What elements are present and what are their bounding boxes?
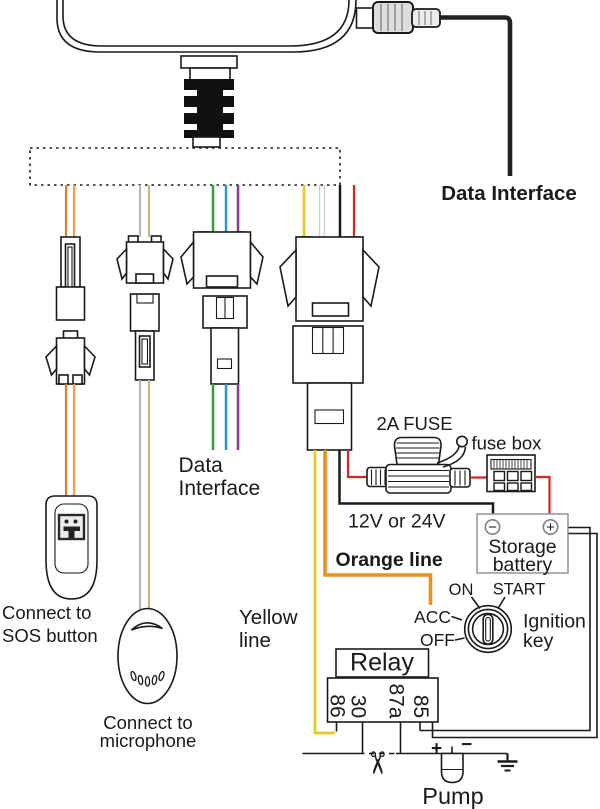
- microphone-holes: [130, 670, 165, 687]
- power-red-wire-3: [535, 475, 551, 514]
- relay: Relay 86 30 87a 85: [326, 648, 439, 754]
- fuse-box: [486, 454, 536, 493]
- sos-connector-pair: [45, 236, 96, 385]
- relay-pin-86-label: 86: [326, 694, 349, 717]
- scissors-icon: ✂: [360, 750, 395, 776]
- power-plug-icon: [355, 1, 441, 34]
- data-interface-plug-label-line1: Data: [179, 454, 224, 477]
- orange-line-label: Orange line: [336, 549, 443, 571]
- battery-minus-symbol: −: [488, 519, 497, 536]
- ignition-key-label-line2: key: [523, 630, 554, 652]
- microphone: [117, 607, 178, 705]
- microphone-label-line2: microphone: [100, 730, 197, 751]
- fuse-label: 2A FUSE: [377, 413, 453, 434]
- sos-label-line2: SOS button: [2, 625, 98, 646]
- battery-plus-terminal: [542, 518, 559, 535]
- pump-minus-symbol: −: [461, 735, 472, 756]
- microphone-label-line1: Connect to: [103, 712, 192, 733]
- fuse-box-label: fuse box: [472, 433, 543, 454]
- battery-relay-wire-outer: [431, 532, 598, 739]
- sos-button-glyph-icon: [63, 519, 80, 538]
- storage-battery: − + Storage battery: [476, 513, 569, 576]
- sos-button: [45, 495, 98, 600]
- relay-pin-85-label: 85: [409, 695, 432, 718]
- sos-label-line1: Connect to: [2, 602, 91, 623]
- voltage-label: 12V or 24V: [348, 511, 446, 533]
- ignition-key-switch: ON START ACC OFF Ignition key: [414, 581, 586, 654]
- data-interface-cable: [439, 15, 513, 176]
- data-interface-plug-label-line2: Interface: [179, 477, 261, 500]
- power-connector-pair: [279, 236, 380, 451]
- yellow-line-wire: [313, 450, 335, 735]
- ignition-on-label: ON: [449, 581, 474, 599]
- harness-wires: [64, 185, 356, 238]
- relay-pin-87a-label: 87a: [385, 683, 408, 718]
- yellow-line-label-line1: Yellow: [239, 606, 298, 629]
- tracker-device-outline: [56, 0, 357, 53]
- microphone-connector-pair: [116, 235, 174, 381]
- relay-pin-30-label: 30: [347, 695, 370, 718]
- battery-relay-wire-inner: [420, 526, 591, 732]
- power-red-wire-1: [346, 450, 368, 479]
- battery-minus-terminal: [484, 518, 501, 535]
- pump-label: Pump: [422, 783, 483, 809]
- ignition-off-label: OFF: [420, 630, 455, 650]
- battery-plus-symbol: +: [546, 519, 555, 536]
- battery-label-line2: battery: [493, 554, 553, 576]
- ignition-acc-label: ACC: [414, 607, 451, 627]
- battery-label-line1: Storage: [488, 536, 556, 558]
- pump-plus-symbol: +: [431, 739, 442, 760]
- cable-strain-relief: [180, 55, 238, 148]
- relay-title: Relay: [350, 649, 414, 677]
- harness-junction-box: [29, 147, 341, 186]
- yellow-line-label-line2: line: [239, 629, 271, 652]
- ground-black-wire: [338, 450, 495, 514]
- ignition-key-label-line1: Ignition: [523, 611, 586, 633]
- fuse-holder-lever: [436, 435, 468, 468]
- ignition-start-label: START: [493, 581, 546, 599]
- fuse-holder: [366, 435, 471, 494]
- data-interface-connector-pair: [180, 231, 264, 385]
- data-interface-cable-label: Data Interface: [441, 182, 577, 205]
- ground-symbol-icon: [497, 753, 518, 772]
- orange-line-wire: [323, 450, 433, 605]
- pump: + − Pump: [422, 735, 483, 809]
